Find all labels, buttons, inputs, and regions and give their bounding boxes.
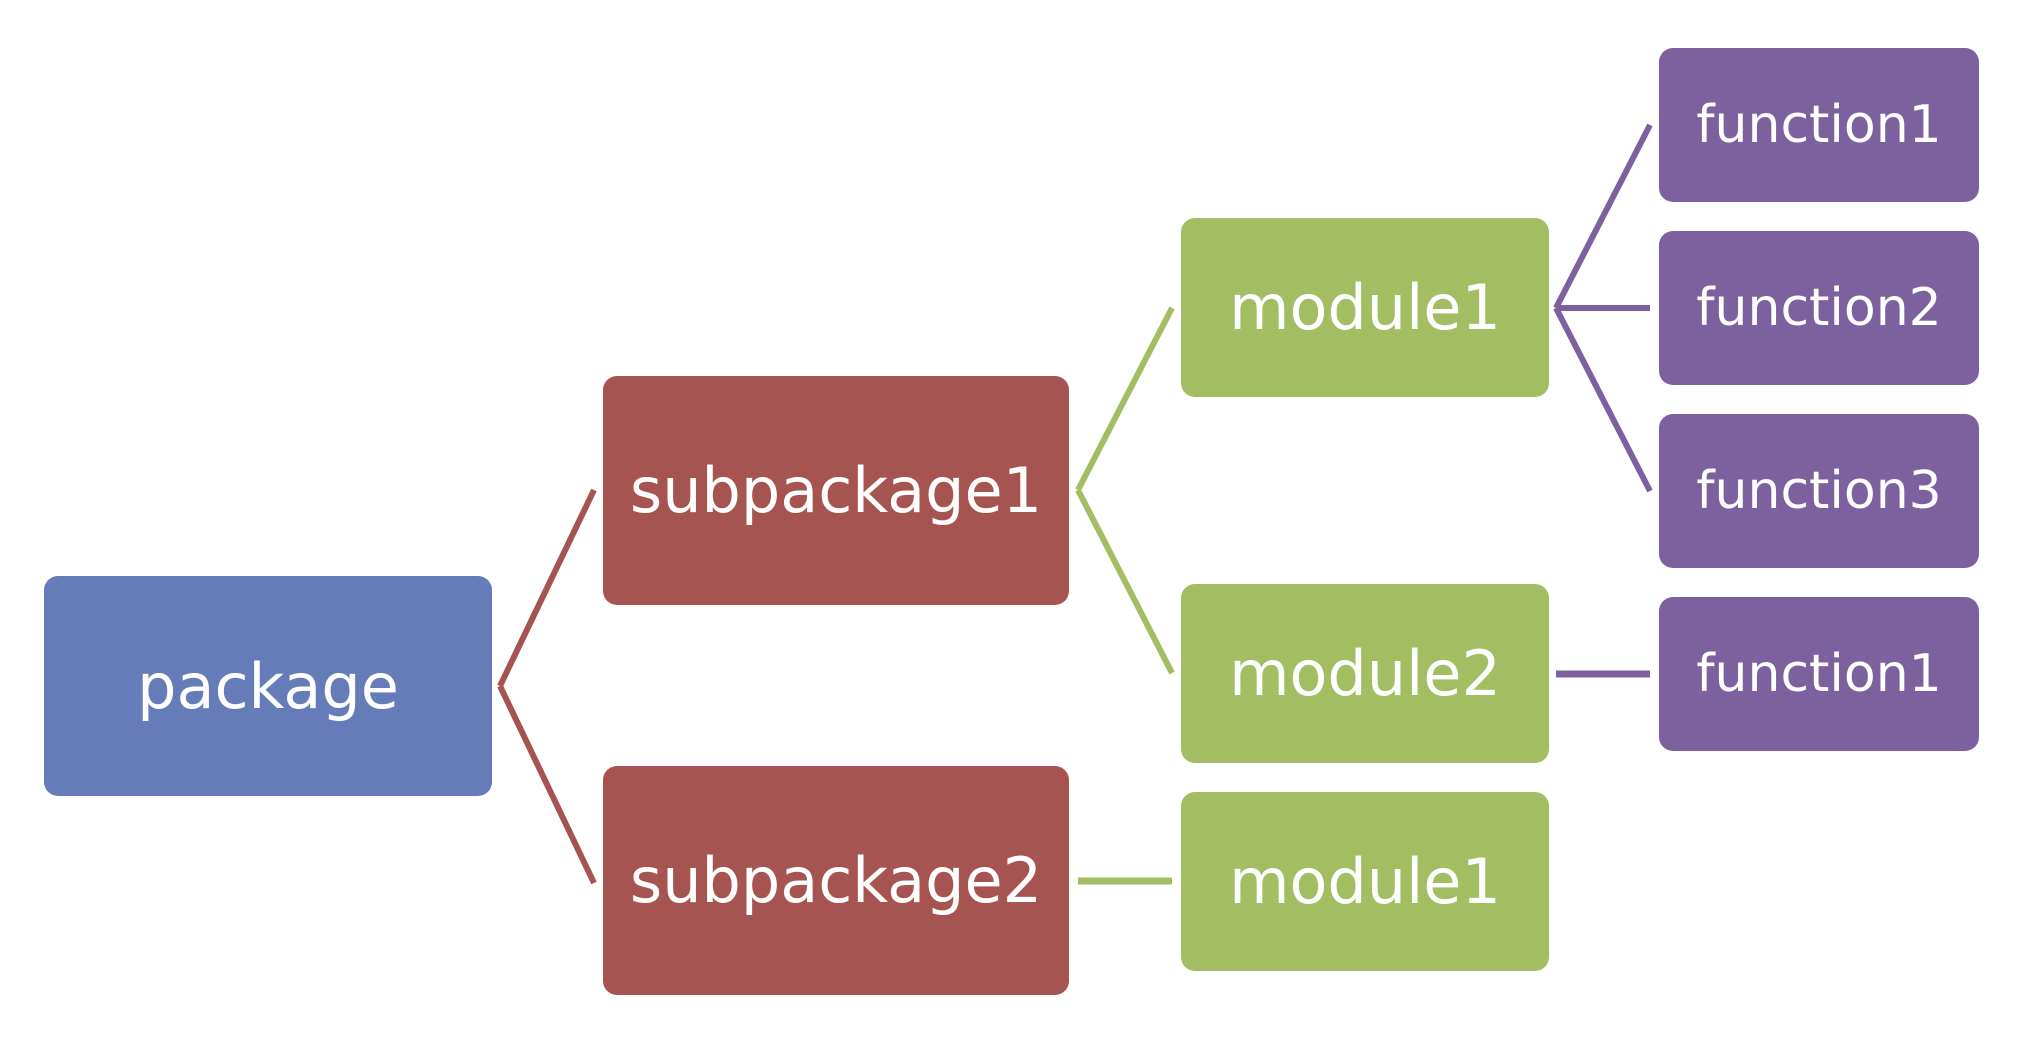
node-subpackage2-module1: module1 [1181,792,1549,971]
node-subpackage1-module2: module2 [1181,584,1549,763]
node-module2-function1-label: function1 [1696,644,1942,704]
node-module1-function2-label: function2 [1696,278,1942,338]
node-subpackage2: subpackage2 [603,766,1069,995]
connector-package-subpackage1 [497,488,597,688]
connector-module1-function1 [1553,123,1653,310]
node-subpackage1-module1-label: module1 [1229,271,1501,344]
node-module2-function1: function1 [1659,597,1979,751]
node-subpackage1-label: subpackage1 [629,454,1043,527]
connector-subpackage1-module1 [1075,306,1175,492]
node-module1-function3: function3 [1659,414,1979,568]
node-module1-function2: function2 [1659,231,1979,385]
node-package-label: package [137,649,399,723]
node-subpackage2-module1-label: module1 [1229,845,1501,918]
node-module1-function1-label: function1 [1696,95,1942,155]
connector-subpackage1-module2 [1075,488,1175,675]
connector-module1-function3 [1553,306,1653,493]
node-subpackage2-label: subpackage2 [629,844,1043,917]
node-module1-function1: function1 [1659,48,1979,202]
node-subpackage1: subpackage1 [603,376,1069,605]
node-module1-function3-label: function3 [1696,461,1942,521]
node-subpackage1-module2-label: module2 [1229,637,1501,710]
connector-package-subpackage2 [497,684,597,885]
node-subpackage1-module1: module1 [1181,218,1549,397]
node-package: package [44,576,492,796]
